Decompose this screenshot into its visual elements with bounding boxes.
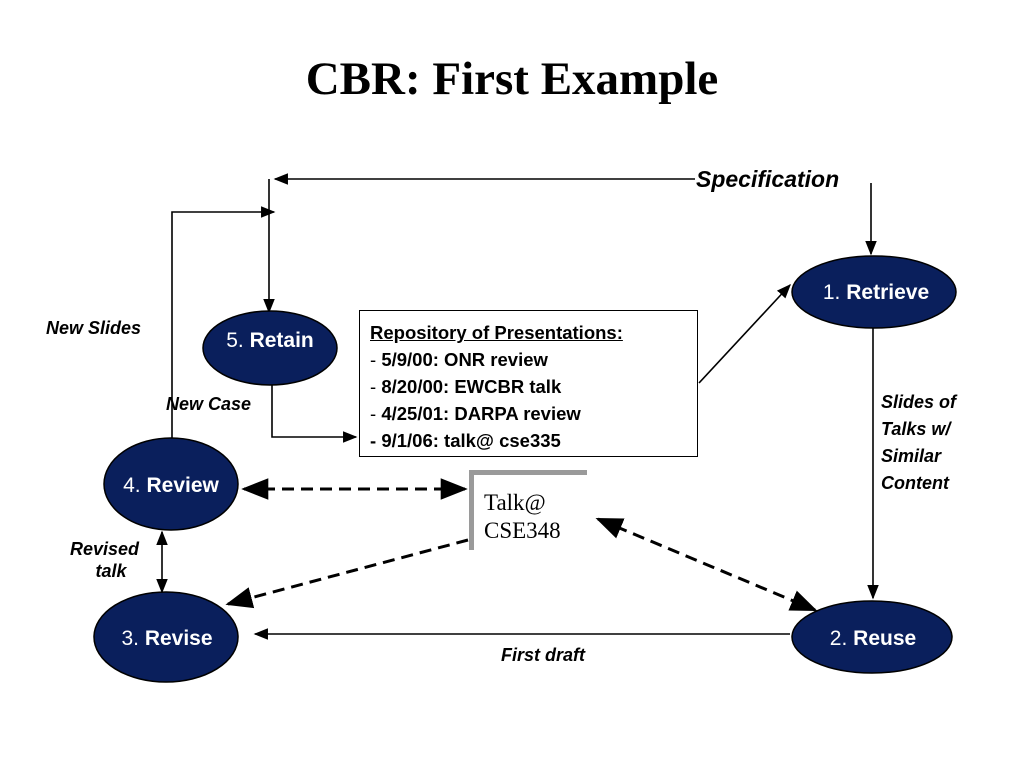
- node-reuse-label: 2. Reuse: [830, 627, 916, 650]
- dash-talk-reuse: [595, 517, 818, 612]
- dash-talk-revise: [225, 538, 469, 609]
- label-slides-similar: Slides of Talks w/ Similar Content: [881, 392, 961, 493]
- node-retrieve[interactable]: 1. Retrieve: [791, 255, 957, 329]
- talk-card-line-1: Talk@: [484, 490, 546, 515]
- talk-card-line-2: CSE348: [484, 518, 561, 543]
- page-title: CBR: First Example: [305, 53, 719, 105]
- node-review[interactable]: 4. Review: [103, 437, 239, 531]
- new-case-edge: [271, 385, 358, 443]
- label-new-slides: New Slides: [46, 318, 141, 338]
- label-specification: Specification: [696, 166, 839, 192]
- repository-item: - 4/25/01: DARPA review: [370, 403, 581, 424]
- repository-item: - 8/20/00: EWCBR talk: [370, 376, 562, 397]
- node-retain[interactable]: 5. Retain: [202, 310, 338, 386]
- talk-card: Talk@ CSE348: [469, 470, 587, 550]
- label-revised-talk: Revised talk: [70, 539, 144, 581]
- label-new-case: New Case: [166, 394, 251, 414]
- node-retrieve-label: 1. Retrieve: [823, 281, 929, 304]
- node-reuse[interactable]: 2. Reuse: [791, 600, 953, 674]
- label-first-draft: First draft: [501, 645, 586, 665]
- repository-heading: Repository of Presentations:: [370, 322, 623, 343]
- repository-item: - 9/1/06: talk@ cse335: [370, 430, 561, 451]
- repo-to-retrieve: [698, 283, 791, 384]
- node-revise[interactable]: 3. Revise: [93, 591, 239, 683]
- repository-box: Repository of Presentations: - 5/9/00: O…: [359, 310, 698, 457]
- new-slides-edge: [171, 206, 276, 440]
- node-retain-label: 5. Retain: [226, 329, 314, 352]
- node-revise-label: 3. Revise: [121, 627, 212, 650]
- node-review-label: 4. Review: [123, 474, 219, 497]
- repository-item: - 5/9/00: ONR review: [370, 349, 548, 370]
